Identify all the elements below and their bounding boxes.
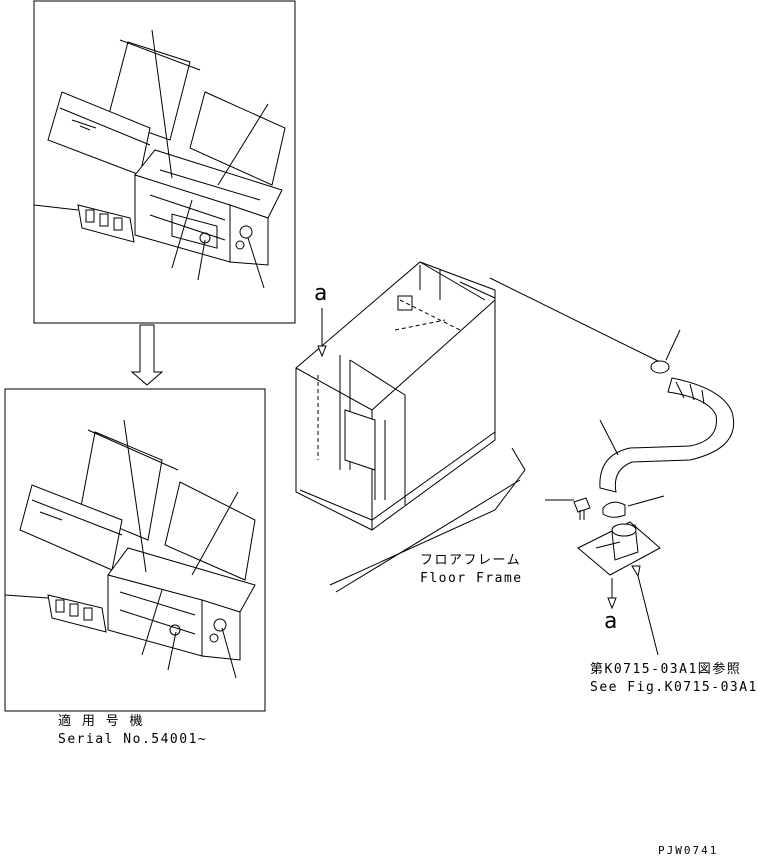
drawing-code: PJW0741: [658, 844, 719, 857]
hose-assembly: [489, 277, 735, 656]
pointer-a-arrowhead: [317, 345, 327, 358]
floor-frame-label-jp: フロアフレーム: [420, 553, 522, 568]
see-fig-label-en: See Fig.K0715-03A1: [590, 680, 758, 695]
serial-label-en: Serial No.54001~: [58, 732, 208, 747]
see-fig-label-jp: 第K0715-03A1図参照: [590, 662, 742, 677]
down-arrow: [130, 324, 164, 386]
marker-a-top: a: [314, 281, 328, 306]
detail-frame-bottom: [4, 388, 266, 712]
floor-frame-assembly: [295, 261, 526, 593]
marker-a-bottom: a: [604, 609, 618, 634]
floor-frame-label-en: Floor Frame: [420, 571, 523, 586]
serial-label-jp: 適 用 号 機: [58, 714, 144, 729]
detail-frame-top: [33, 0, 296, 324]
